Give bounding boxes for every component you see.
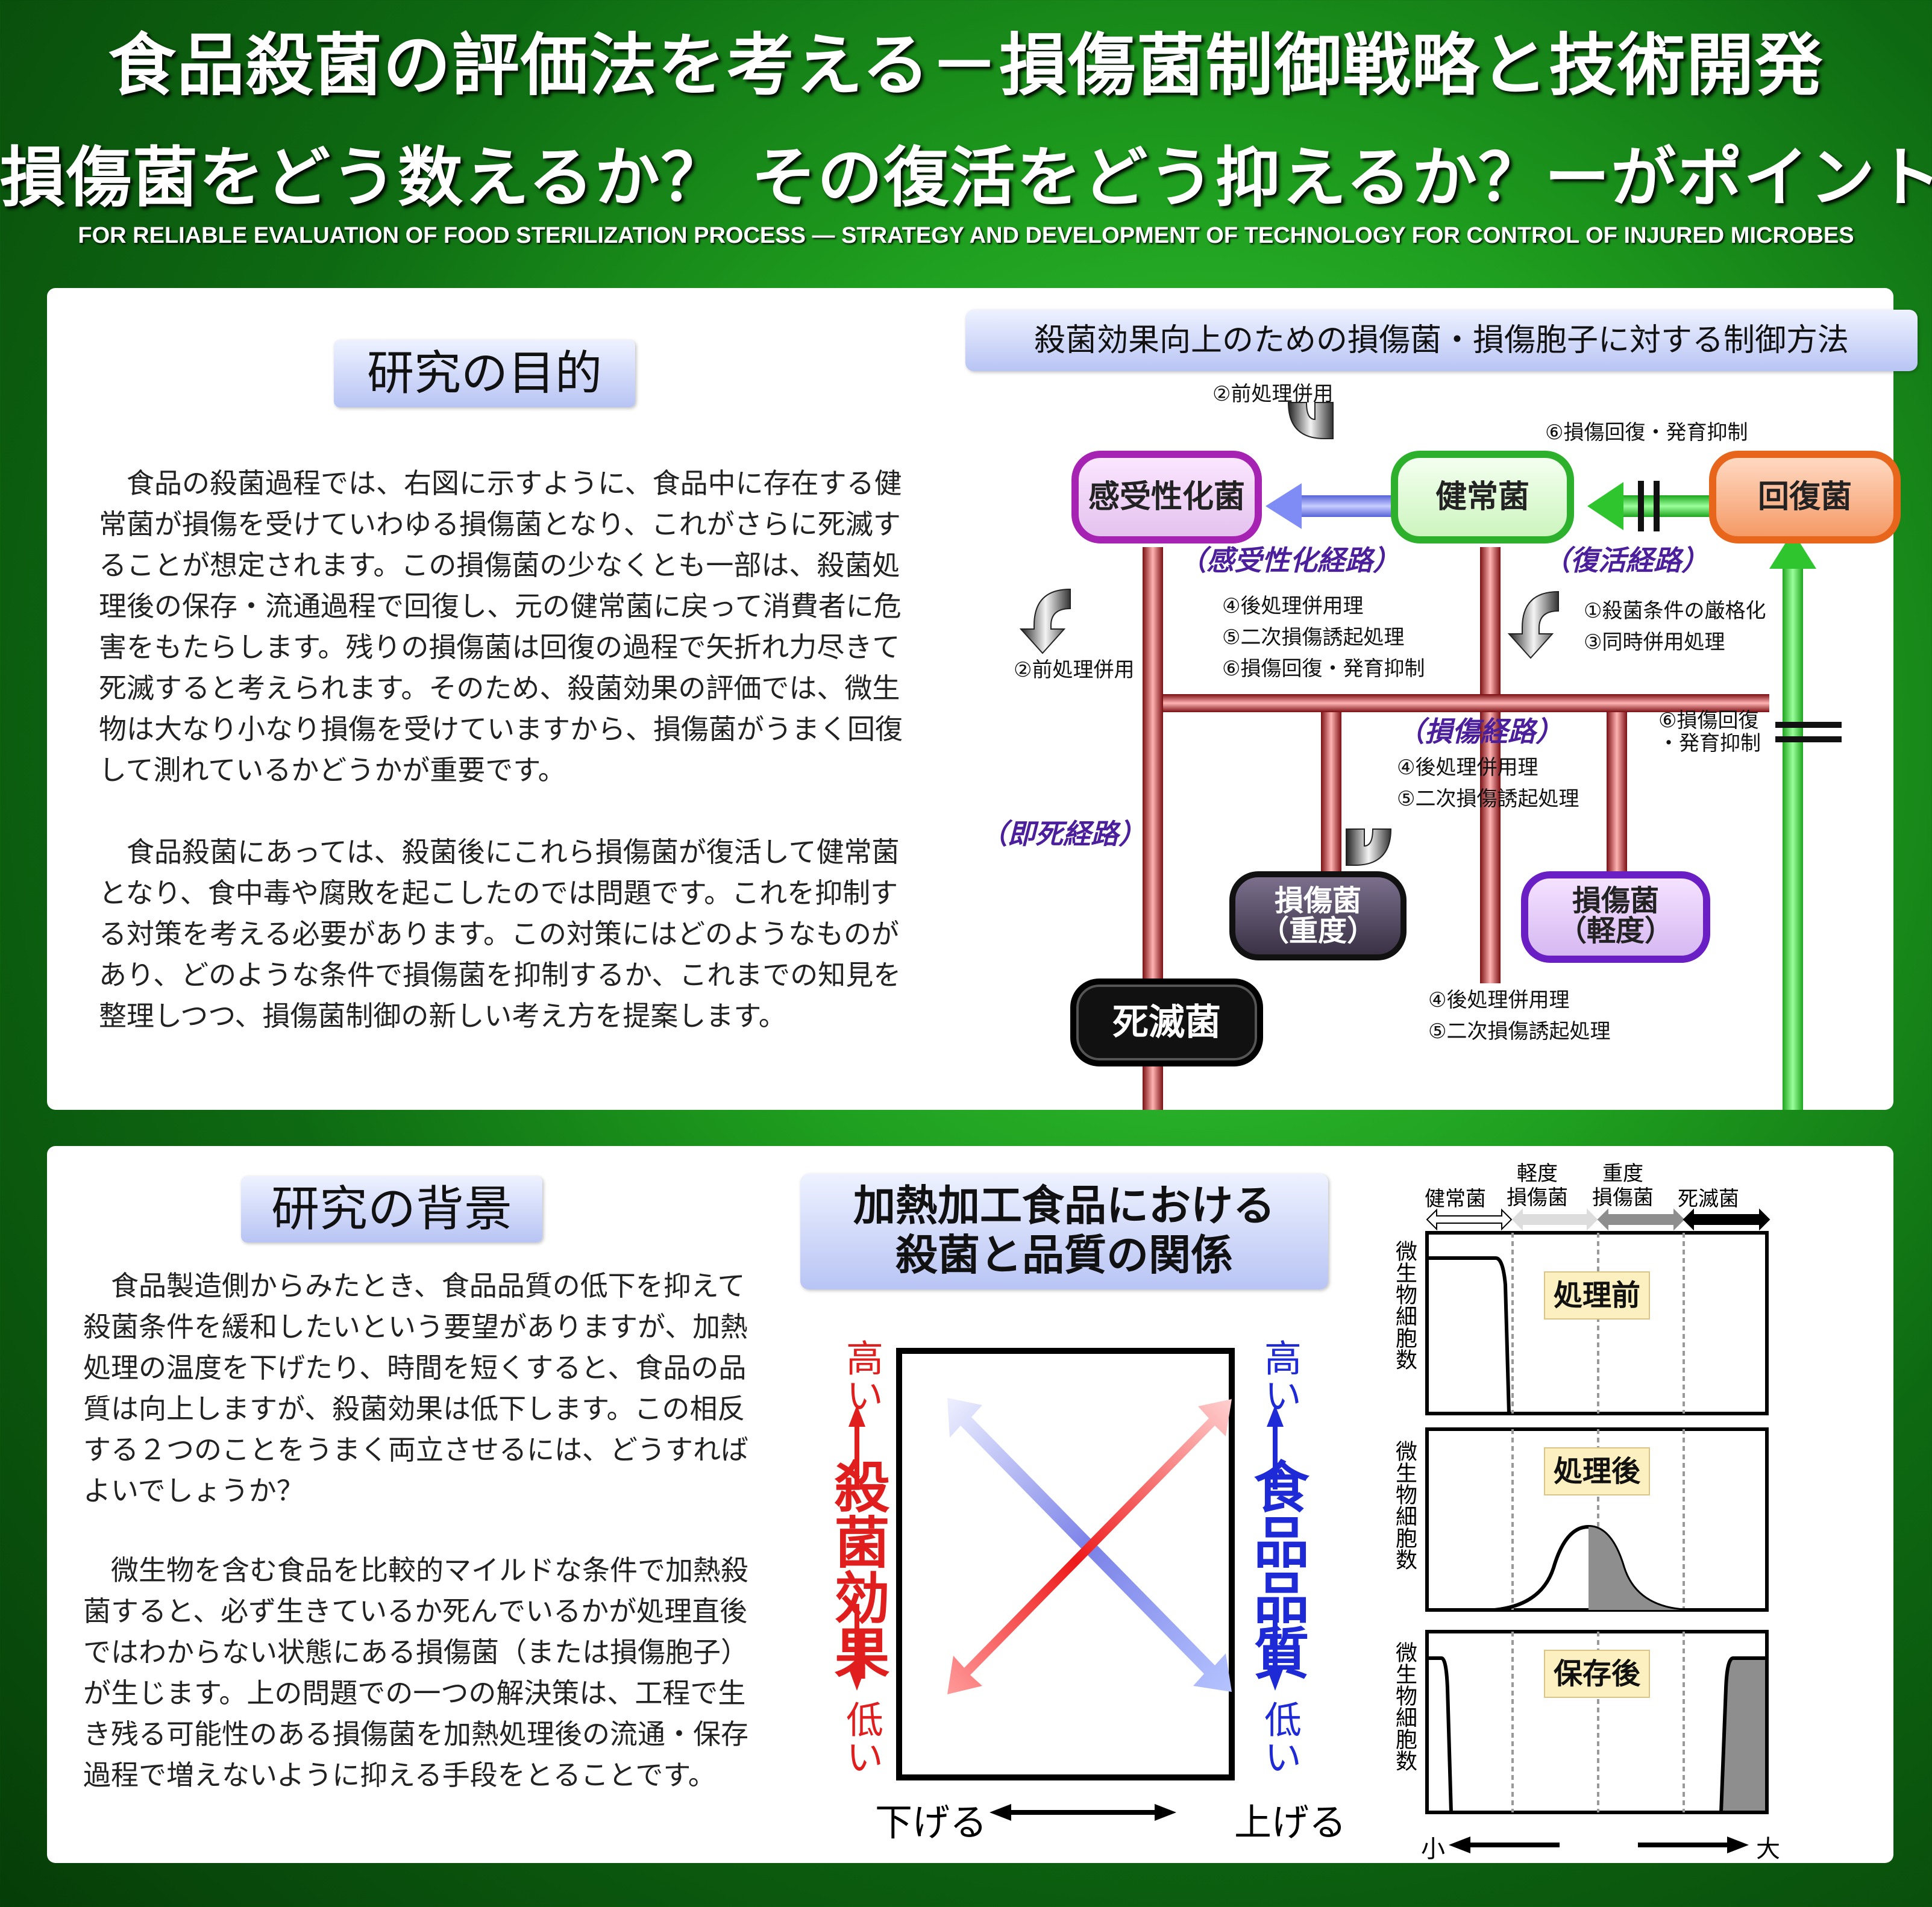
node-severe-line2: （重度）	[1259, 914, 1376, 948]
x-large: 大	[1756, 1835, 1780, 1863]
x-label-higher: 上げる	[1234, 1800, 1347, 1844]
control-flow-diagram: 殺菌効果向上のための損傷菌・損傷胞子に対する制御方法	[915, 288, 1918, 1110]
quality-low: 低い	[1258, 1700, 1302, 1775]
node-mild-line2: （軽度）	[1557, 914, 1673, 948]
node-mild-line1: 損傷菌	[1572, 884, 1659, 918]
sterilization-high: 高い	[839, 1339, 883, 1414]
quality-plot	[848, 1348, 1284, 1821]
label-side-2: ・発育抑制	[1658, 731, 1761, 756]
sterilization-arrow	[947, 1399, 1232, 1694]
label-right-2: ③同時併用処理	[1584, 630, 1725, 654]
x-direction-arrows	[1084, 1804, 1176, 1821]
route-instant-death: （即死経路）	[980, 818, 1146, 850]
poster-title: 食品殺菌の評価法を考える－損傷菌制御戦略と技術開発	[108, 27, 1824, 105]
label-pre-left: ②前処理併用	[1014, 658, 1135, 682]
node-dead: 死滅菌	[1070, 979, 1263, 1066]
flow-arrows	[1019, 402, 1885, 1110]
node-severe-injury: 損傷菌 （重度）	[1229, 871, 1407, 960]
route-revival: （復活経路）	[1543, 544, 1709, 577]
quality-title-line1: 加熱加工食品における	[853, 1181, 1275, 1230]
label-bottom-1: ④後処理併用理	[1428, 988, 1570, 1012]
purpose-heading: 研究の目的	[334, 340, 635, 407]
cat-mild: 軽度 損傷菌	[1507, 1162, 1568, 1210]
distribution-diagram: 健常菌 軽度 損傷菌 重度 損傷菌 死滅菌	[1367, 1146, 1893, 1863]
sterilization-low: 低い	[839, 1700, 883, 1775]
poster-english-title: FOR RELIABLE EVALUATION OF FOOD STERILIZ…	[78, 223, 1854, 248]
background-paragraph-2: 微生物を含む食品を比較的マイルドな条件で加熱殺菌すると、必ず生きているか死んでい…	[83, 1554, 748, 1791]
x-label-lower: 下げる	[875, 1800, 988, 1844]
label-injury-1: ④後処理併用理	[1397, 756, 1538, 780]
arrow-right-shaft	[1084, 1810, 1156, 1815]
x-small: 小	[1421, 1835, 1445, 1863]
ylabel-after: 微生物細胞数	[1392, 1440, 1417, 1570]
label-mid-3: ⑥損傷回復・発育抑制	[1222, 657, 1425, 681]
distribution-plots	[1425, 1208, 1770, 1853]
label-right-1: ①殺菌条件の厳格化	[1584, 599, 1766, 623]
label-mid-2: ⑤二次損傷誘起処理	[1222, 625, 1405, 650]
sterilization-label: 殺菌効果	[825, 1458, 889, 1680]
panel-stored-label: 保存後	[1544, 1650, 1650, 1698]
arrow-right-head	[1155, 1804, 1176, 1821]
label-pre-top: ②前処理併用	[1212, 382, 1334, 406]
purpose-paragraph-1: 食品の殺菌過程では、右図に示すように、食品中に存在する健常菌が損傷を受けていわゆ…	[99, 467, 903, 786]
route-injury: （損傷経路）	[1397, 715, 1563, 748]
background-paragraph-1: 食品製造側からみたとき、食品品質の低下を抑えて殺菌条件を緩和したいという要望があ…	[83, 1270, 748, 1507]
ylabel-stored: 微生物細胞数	[1392, 1641, 1417, 1771]
quality-high: 高い	[1258, 1339, 1302, 1414]
route-sensitization: （感受性化経路）	[1179, 544, 1400, 577]
cat-dead: 死滅菌	[1678, 1187, 1739, 1211]
panel-after-label: 処理後	[1544, 1447, 1650, 1495]
node-mild-injury: 損傷菌 （軽度）	[1521, 871, 1710, 963]
background-heading: 研究の背景	[241, 1176, 542, 1242]
label-mid-1: ④後処理併用理	[1222, 594, 1364, 618]
cat-healthy: 健常菌	[1425, 1187, 1486, 1211]
quality-relation-diagram: 加熱加工食品における 殺菌と品質の関係	[746, 1146, 1379, 1863]
background-panel: 研究の背景 食品製造側からみたとき、食品品質の低下を抑えて殺菌条件を緩和したいと…	[47, 1146, 1893, 1863]
quality-title-line2: 殺菌と品質の関係	[895, 1230, 1233, 1280]
label-side-1: ⑥損傷回復	[1658, 709, 1759, 733]
ylabel-before: 微生物細胞数	[1392, 1240, 1417, 1370]
quality-title: 加熱加工食品における 殺菌と品質の関係	[800, 1174, 1328, 1289]
cat-severe: 重度 損傷菌	[1592, 1162, 1654, 1210]
purpose-panel: 研究の目的 食品の殺菌過程では、右図に示すように、食品中に存在する健常菌が損傷を…	[47, 288, 1918, 1110]
label-injury-2: ⑤二次損傷誘起処理	[1397, 787, 1579, 811]
node-severe-line1: 損傷菌	[1274, 884, 1361, 918]
quality-label: 食品品質	[1244, 1458, 1309, 1680]
node-recovered: 回復菌	[1709, 451, 1901, 543]
label-bottom-2: ⑤二次損傷誘起処理	[1428, 1019, 1611, 1044]
poster-subtitle: 損傷菌をどう数えるか？ その復活をどう抑えるか？ーがポイント！	[0, 140, 1932, 216]
label-recovery-top: ⑥損傷回復・発育抑制	[1545, 421, 1748, 445]
panel-before-label: 処理前	[1544, 1271, 1650, 1320]
flow-title: 殺菌効果向上のための損傷菌・損傷胞子に対する制御方法	[965, 310, 1918, 371]
purpose-paragraph-2: 食品殺菌にあっては、殺菌後にこれら損傷菌が復活して健常菌となり、食中毒や腐敗を起…	[99, 836, 902, 1032]
node-healthy: 健常菌	[1391, 451, 1574, 543]
node-sensitized: 感受性化菌	[1071, 451, 1262, 543]
